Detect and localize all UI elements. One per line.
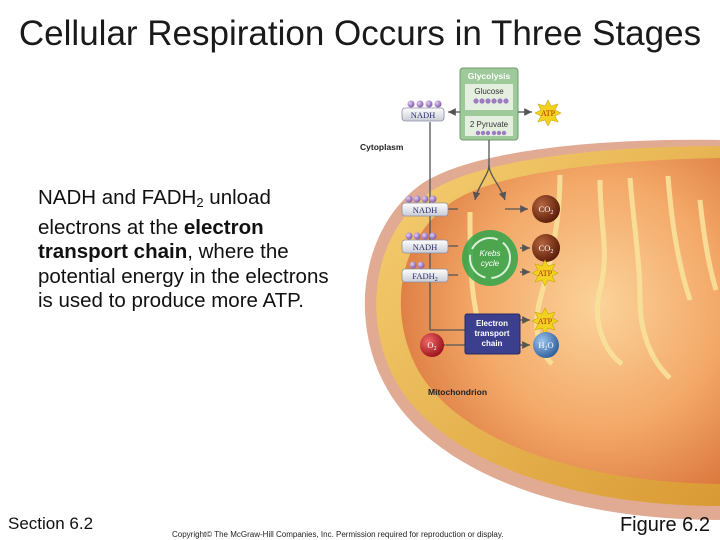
co2-output-1: CO2: [532, 195, 560, 223]
co2-output-2: CO2: [532, 234, 560, 262]
electron-transport-chain: Electron transport chain: [464, 313, 521, 355]
pyruvate-molecules: [475, 130, 507, 136]
krebs-cycle: Krebs cycle: [462, 230, 518, 286]
footer-figure: Figure 6.2: [619, 514, 710, 536]
svg-text:NADH: NADH: [413, 242, 438, 252]
svg-text:CO2: CO2: [539, 204, 554, 216]
body-text: NADH and FADH2 unload electrons at the e…: [38, 186, 338, 314]
krebs-label-1: Krebs: [480, 249, 501, 258]
fadh2-label: FADH2: [401, 261, 449, 283]
mitochondrion-label: Mitochondrion: [428, 387, 487, 397]
svg-text:chain: chain: [482, 339, 503, 348]
glycolysis-box: Glycolysis Glucose 2 Pyruvate: [459, 67, 519, 141]
nadh-label-2: NADH: [401, 232, 449, 254]
svg-text:NADH: NADH: [413, 205, 438, 215]
body-text-part3: , where the potential energy in the elec…: [38, 240, 329, 312]
svg-text:NADH: NADH: [411, 110, 436, 120]
cytoplasm-label: Cytoplasm: [360, 142, 404, 152]
svg-text:ATP: ATP: [538, 317, 553, 326]
slide-title: Cellular Respiration Occurs in Three Sta…: [18, 14, 702, 53]
svg-text:FADH2: FADH2: [412, 271, 438, 283]
svg-text:ATP: ATP: [541, 109, 556, 118]
krebs-atp-starburst: ATP: [531, 259, 559, 287]
svg-text:O2: O2: [427, 340, 436, 352]
body-text-part1: NADH and FADH: [38, 186, 197, 209]
body-text-bold-term: electron transport chain: [38, 215, 264, 264]
glycolysis-atp-starburst: ATP: [534, 99, 562, 127]
svg-text:Electron: Electron: [476, 319, 508, 328]
krebs-label-2: cycle: [481, 259, 500, 268]
fadh2-subscript: 2: [196, 195, 204, 210]
svg-text:CO2: CO2: [539, 243, 554, 255]
svg-text:ATP: ATP: [538, 269, 553, 278]
flow-lines: [429, 122, 530, 349]
glycolysis-nadh: NADH: [401, 100, 445, 122]
glucose-label: Glucose: [474, 87, 504, 96]
copyright-notice: Copyright© The McGraw-Hill Companies, In…: [172, 530, 504, 539]
footer-section: Section 6.2: [8, 514, 94, 533]
h2o-output: H2O: [533, 332, 559, 358]
glycolysis-title: Glycolysis: [468, 71, 511, 81]
svg-text:transport: transport: [474, 329, 509, 338]
glucose-molecule: [473, 98, 509, 104]
svg-text:H2O: H2O: [538, 340, 553, 352]
body-text-part2: unload electrons at the: [38, 186, 271, 239]
pyruvate-label: 2 Pyruvate: [470, 120, 509, 129]
o2-input: O2: [420, 333, 444, 357]
nadh-label-1: NADH: [401, 195, 449, 217]
